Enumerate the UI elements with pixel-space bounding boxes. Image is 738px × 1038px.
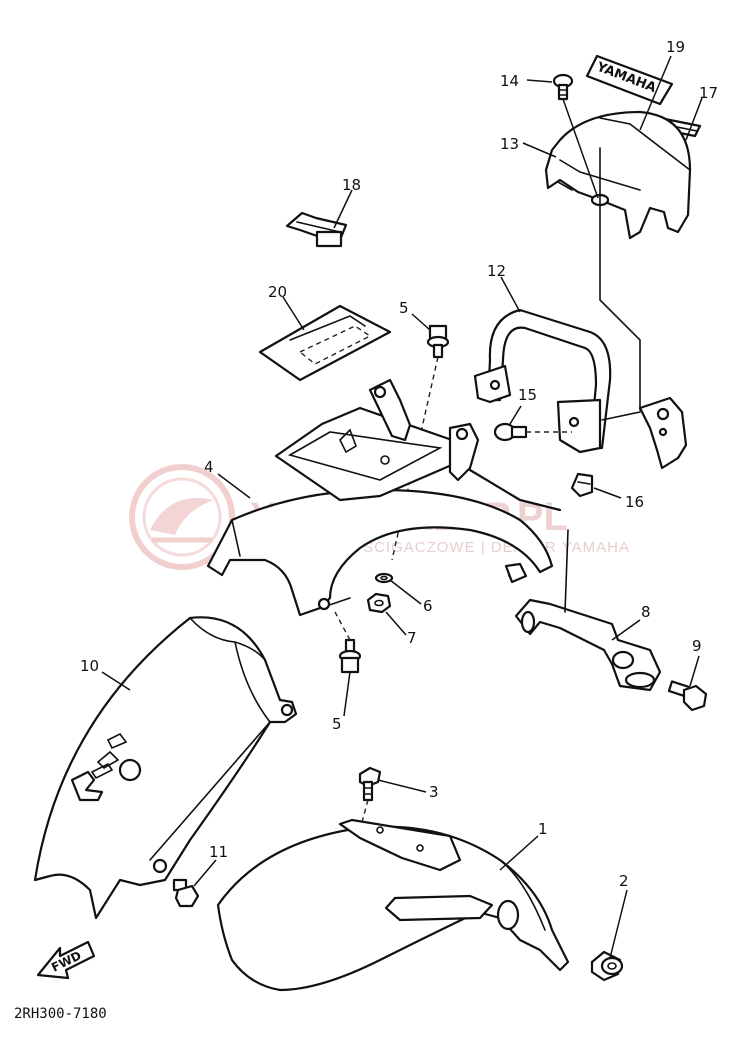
callout-1: 1 <box>538 820 548 838</box>
callout-9: 9 <box>692 637 702 655</box>
assembly-line-13 <box>599 147 641 411</box>
callout-11: 11 <box>209 843 228 861</box>
forward-arrow-icon: FWD <box>36 940 96 980</box>
callout-17: 17 <box>699 84 718 102</box>
callout-2: 2 <box>619 872 629 890</box>
callout-15: 15 <box>518 386 537 404</box>
clip-part-16 <box>570 472 594 498</box>
dash-3 <box>361 799 369 823</box>
leader-14-13 <box>562 98 599 199</box>
callout-5-upper: 5 <box>399 299 409 317</box>
nut-part-7 <box>366 592 392 614</box>
leader-lines <box>101 55 703 959</box>
callout-8: 8 <box>641 603 651 621</box>
screw-part-14 <box>552 73 574 101</box>
bolt-part-15 <box>493 422 528 442</box>
rear-stay-bracket <box>638 396 688 470</box>
pad-part-20 <box>258 304 392 382</box>
bolt-part-3 <box>358 766 382 802</box>
inner-fender-part-10 <box>33 616 298 920</box>
callout-7: 7 <box>407 629 417 647</box>
bolt-part-11 <box>172 878 200 908</box>
callout-18: 18 <box>342 176 361 194</box>
callout-19: 19 <box>666 38 685 56</box>
clip-part-18 <box>285 211 348 248</box>
assembly-line-12 <box>601 411 641 421</box>
watermark-logo-icon <box>129 464 235 570</box>
callout-14: 14 <box>500 72 519 90</box>
clamp-part-2 <box>590 950 624 982</box>
callout-12: 12 <box>487 262 506 280</box>
callout-13: 13 <box>500 135 519 153</box>
dash-5-lower <box>334 611 351 641</box>
callout-numbers: 1 2 3 4 5 5 6 7 8 9 10 11 12 13 14 15 16… <box>80 38 718 890</box>
callout-6: 6 <box>423 597 433 615</box>
callout-16: 16 <box>625 493 644 511</box>
callout-5-lower: 5 <box>332 715 342 733</box>
washer-part-6 <box>374 572 394 584</box>
bolt-part-5-upper <box>426 324 450 359</box>
callout-3: 3 <box>429 783 439 801</box>
battery-box <box>274 378 562 512</box>
tail-cover-part-13 <box>544 110 692 240</box>
grab-bar-part-12 <box>473 308 612 454</box>
bolt-part-9 <box>667 680 708 712</box>
front-fender-part-1 <box>216 818 570 992</box>
bolt-part-5-lower <box>338 638 362 674</box>
decal-part-19: YAMAHA <box>585 54 674 106</box>
callout-4: 4 <box>204 458 214 476</box>
callout-20: 20 <box>268 283 287 301</box>
callout-10: 10 <box>80 657 99 675</box>
diagram-code: 2RH300-7180 <box>14 1006 107 1022</box>
bracket-part-8 <box>514 598 662 692</box>
assembly-line-8 <box>564 529 569 613</box>
